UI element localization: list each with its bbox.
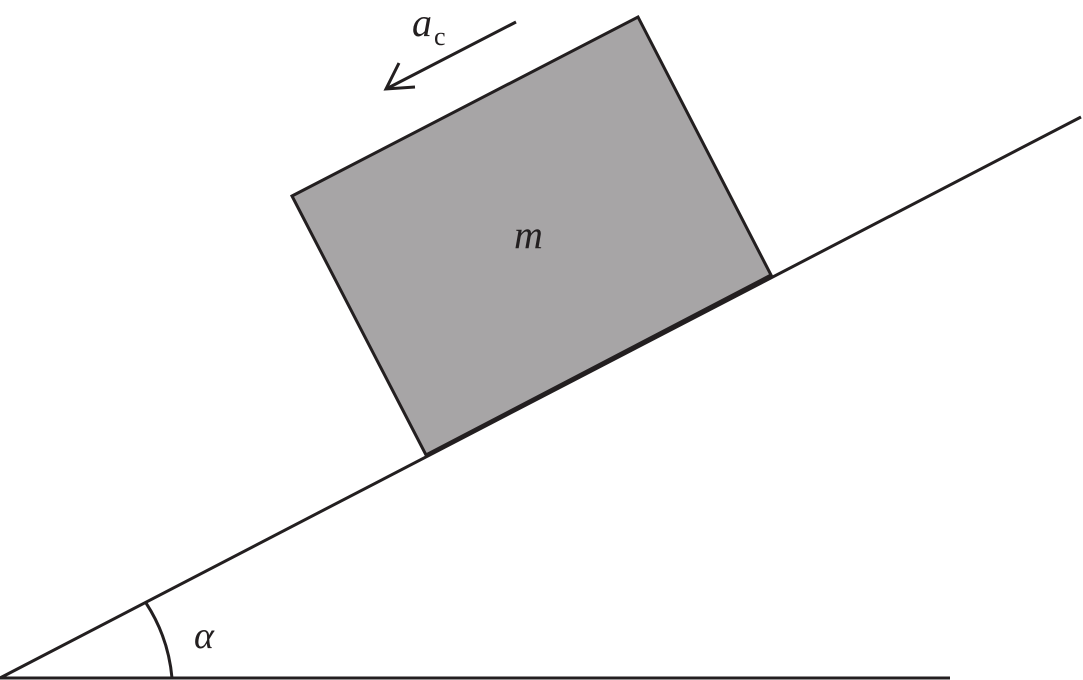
angle-arc bbox=[144, 602, 174, 679]
mass-label: m bbox=[514, 212, 543, 257]
acceleration-subscript: c bbox=[434, 22, 446, 51]
acceleration-arrow bbox=[383, 20, 517, 91]
acceleration-arrow-shaft bbox=[387, 20, 517, 90]
mass-block bbox=[289, 14, 774, 458]
angle-label: α bbox=[194, 615, 215, 657]
acceleration-label: a bbox=[412, 0, 432, 45]
incline-surface bbox=[0, 115, 1082, 680]
acceleration-arrow-head bbox=[383, 62, 416, 91]
